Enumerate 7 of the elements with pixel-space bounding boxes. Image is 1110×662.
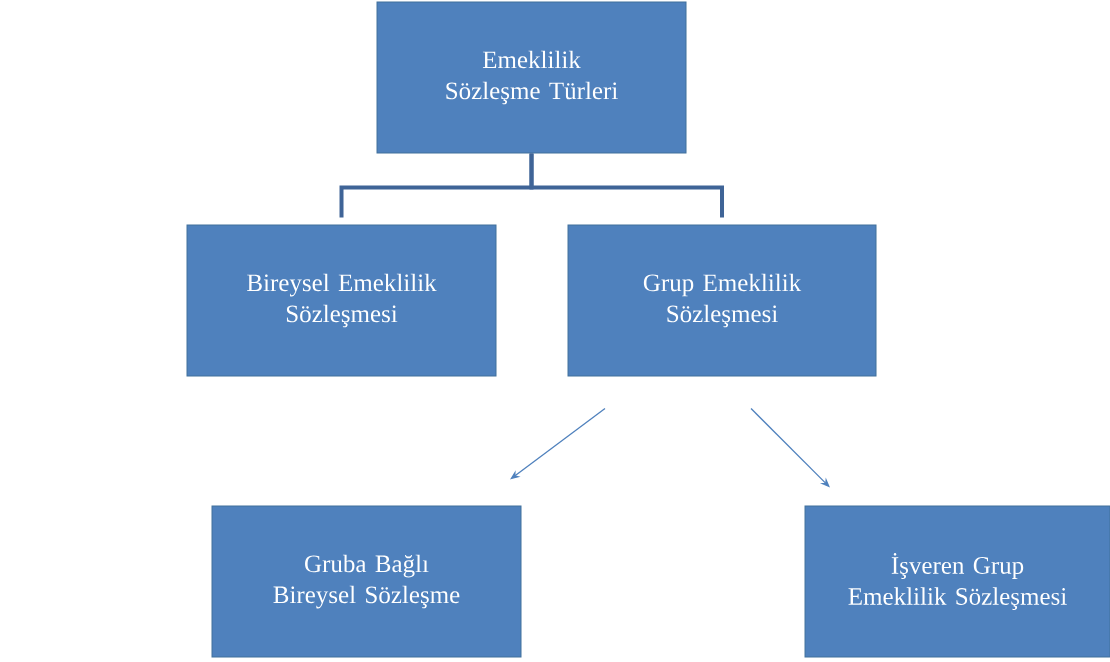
process-box: Emeklilik Sözleşme Türleri (376, 1, 687, 154)
arrow (510, 407, 606, 480)
connector-line (529, 153, 724, 218)
process-box: Gruba Bağlı Bireysel Sözleşme (211, 505, 522, 658)
process-box: Bireysel Emeklilik Sözleşmesi (186, 224, 497, 377)
process-box: İşveren Grup Emeklilik Sözleşmesi (804, 505, 1110, 658)
process-box: Grup Emeklilik Sözleşmesi (567, 224, 877, 377)
